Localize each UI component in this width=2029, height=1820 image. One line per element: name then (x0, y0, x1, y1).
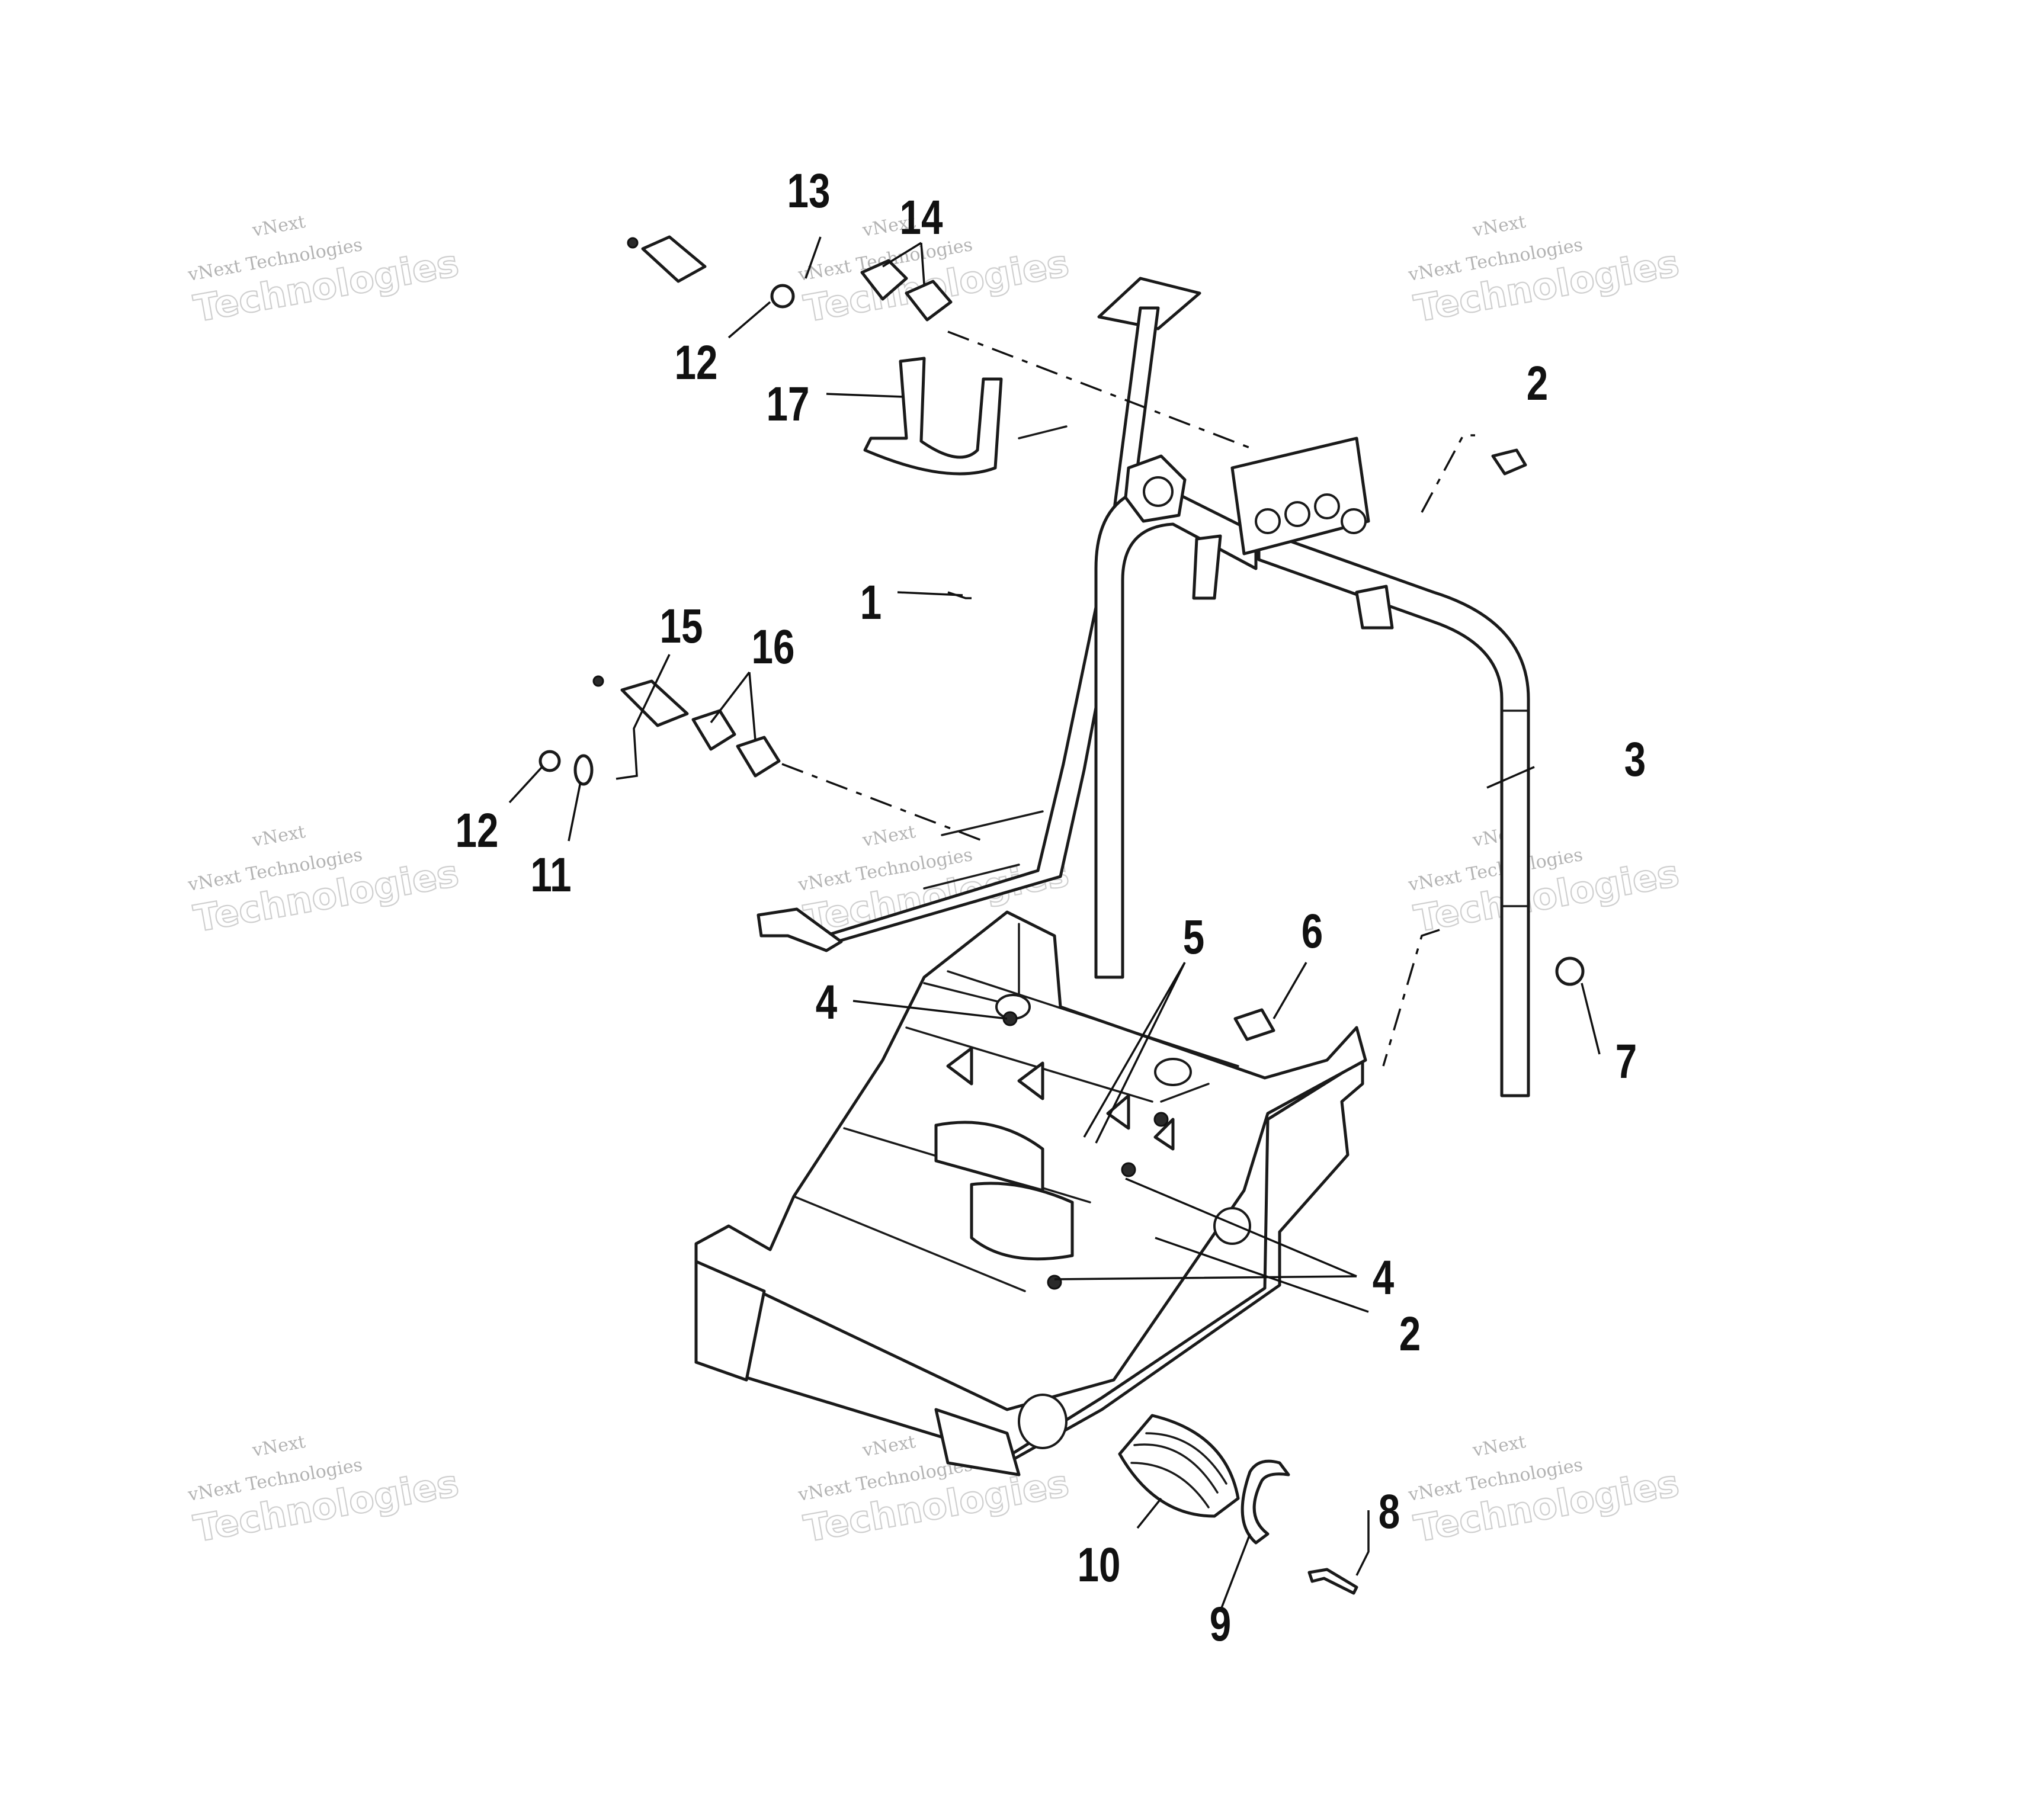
callout-15: 15 (660, 599, 703, 653)
steering-post (757, 277, 1201, 952)
pin-8 (1307, 1568, 1358, 1595)
callout-3: 3 (1624, 732, 1646, 787)
watermark-top-word: vNext (251, 821, 307, 851)
chassis-tunnel (694, 910, 1367, 1476)
watermark-stamp: vNext vNext Technologies Technologies (186, 1431, 463, 1551)
callout-11: 11 (530, 848, 571, 902)
callout-12: 12 (675, 335, 718, 390)
callout-6: 6 (1302, 904, 1323, 958)
assembly-dashed-lines (781, 330, 1475, 1067)
bracket-17 (863, 357, 1003, 476)
watermark-stamp: vNext vNext Technologies Technologies (1406, 821, 1683, 941)
callout-labels: 13 14 12 17 2 1 15 16 3 12 11 5 6 4 7 4 … (456, 163, 1646, 1651)
callout-8: 8 (1379, 1484, 1400, 1539)
watermark-stamp: vNext vNext Technologies Technologies (1406, 211, 1683, 331)
callout-17: 17 (767, 377, 810, 431)
callout-2: 2 (1399, 1307, 1421, 1361)
watermark-stamp: vNext vNext Technologies Technologies (1406, 1431, 1683, 1551)
watermark-top-word: vNext (861, 821, 918, 851)
leader-lines (508, 236, 1601, 1612)
watermark-top-word: vNext (1471, 211, 1528, 241)
callout-2: 2 (1527, 356, 1548, 410)
clip-9 (1241, 1459, 1290, 1545)
watermark-stamp: vNext vNext Technologies Technologies (796, 821, 1073, 941)
callout-9: 9 (1210, 1597, 1231, 1651)
hardware-bolts (1233, 448, 1585, 1041)
callout-13: 13 (787, 163, 831, 218)
watermark-top-word: vNext (1471, 1431, 1528, 1461)
callout-16: 16 (752, 619, 795, 674)
roll-frame (1094, 436, 1530, 1097)
callout-12: 12 (456, 803, 499, 858)
boot-10 (1118, 1414, 1240, 1518)
callout-4: 4 (1373, 1250, 1394, 1305)
watermark-top-word: vNext (251, 211, 307, 241)
callout-14: 14 (900, 190, 943, 245)
watermark-stamp: vNext vNext Technologies Technologies (186, 821, 463, 941)
watermark-top-word: vNext (861, 1431, 918, 1461)
watermark-stamp: vNext vNext Technologies Technologies (186, 211, 463, 331)
callout-1: 1 (860, 575, 882, 630)
callout-4: 4 (816, 975, 837, 1029)
callout-10: 10 (1078, 1537, 1121, 1592)
watermark-top-word: vNext (251, 1431, 307, 1461)
callout-5: 5 (1183, 910, 1204, 964)
clamp-set-lower (538, 675, 781, 786)
clamp-set-upper (627, 235, 953, 322)
callout-7: 7 (1615, 1034, 1637, 1089)
